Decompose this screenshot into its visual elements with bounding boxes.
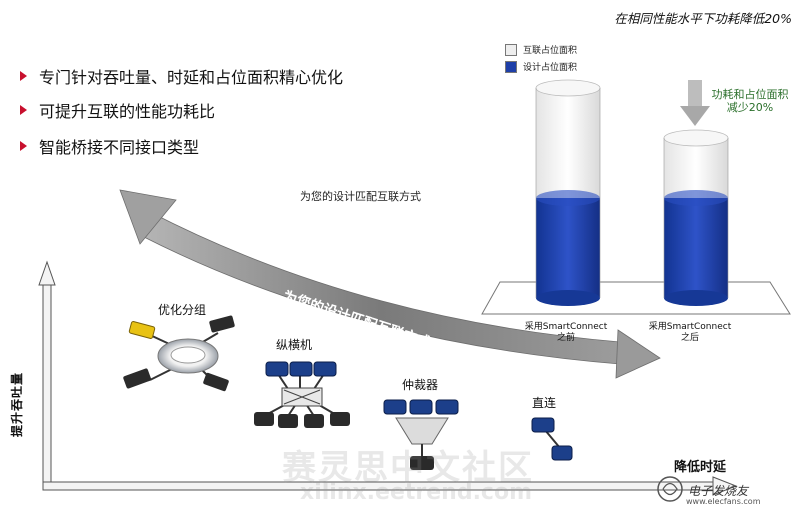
reduction-label: 功耗和占位面积 减少20%	[700, 88, 800, 114]
direct-connect-topology-icon	[531, 417, 573, 461]
bullet-arrow-icon	[20, 105, 27, 115]
chart-floor	[481, 281, 791, 315]
logo-name: 电子发烧友	[688, 484, 749, 498]
elecfans-logo-icon	[657, 476, 683, 502]
topology-label-crossbar: 纵横机	[276, 338, 313, 352]
cylinder-label-line2: 之前	[556, 333, 575, 343]
subtitle: 为您的设计匹配互联方式	[300, 190, 421, 203]
reduction-label-line1: 功耗和占位面积	[711, 88, 789, 101]
topology-label-optimized-group: 优化分组	[158, 303, 207, 317]
cylinder-after	[663, 129, 729, 306]
ring-topology-icon	[123, 315, 235, 392]
cylinder-before-label: 采用SmartConnect 之前	[516, 322, 616, 344]
cylinder-before	[535, 79, 601, 306]
bullet-arrow-icon	[20, 141, 27, 151]
cylinder-after-label: 采用SmartConnect 之后	[640, 322, 740, 344]
bullet-2: 可提升互联的性能功耗比	[20, 98, 215, 122]
watermark-text: 赛灵思中文社区	[282, 448, 534, 488]
bullet-text: 专门针对吞吐量、时延和占位面积精心优化	[39, 68, 344, 87]
reduction-down-arrow-icon	[680, 80, 710, 126]
bullet-text: 可提升互联的性能功耗比	[39, 102, 216, 121]
legend-label: 设计占位面积	[523, 63, 578, 73]
legend-swatch	[505, 60, 517, 73]
bullet-text: 智能桥接不同接口类型	[39, 138, 200, 157]
bullet-3: 智能桥接不同接口类型	[20, 134, 199, 158]
cylinder-label-line1: 采用SmartConnect	[524, 322, 608, 332]
topology-label-arbiter: 仲裁器	[402, 378, 439, 392]
logo-url: www.elecfans.com	[686, 497, 761, 506]
bullet-1: 专门针对吞吐量、时延和占位面积精心优化	[20, 64, 343, 88]
topology-label-direct: 直连	[532, 396, 557, 410]
x-axis-label: 降低时延	[674, 460, 727, 475]
legend-design: 设计占位面积	[505, 60, 577, 73]
bullet-arrow-icon	[20, 71, 27, 81]
reduction-label-line2: 减少20%	[726, 101, 774, 114]
legend-interconnect: 互联占位面积	[505, 43, 577, 56]
legend-swatch	[505, 43, 517, 56]
axes	[38, 260, 738, 496]
arbiter-topology-icon	[383, 399, 459, 470]
legend-label: 互联占位面积	[523, 46, 578, 56]
top-caption: 在相同性能水平下功耗降低20%	[614, 11, 792, 26]
cylinder-label-line2: 之后	[680, 333, 699, 343]
crossbar-topology-icon	[254, 361, 350, 428]
cylinder-label-line1: 采用SmartConnect	[648, 322, 732, 332]
y-axis-label: 提升吞吐量	[10, 371, 25, 438]
watermark-url: xilinx.eetrend.com	[300, 480, 532, 505]
